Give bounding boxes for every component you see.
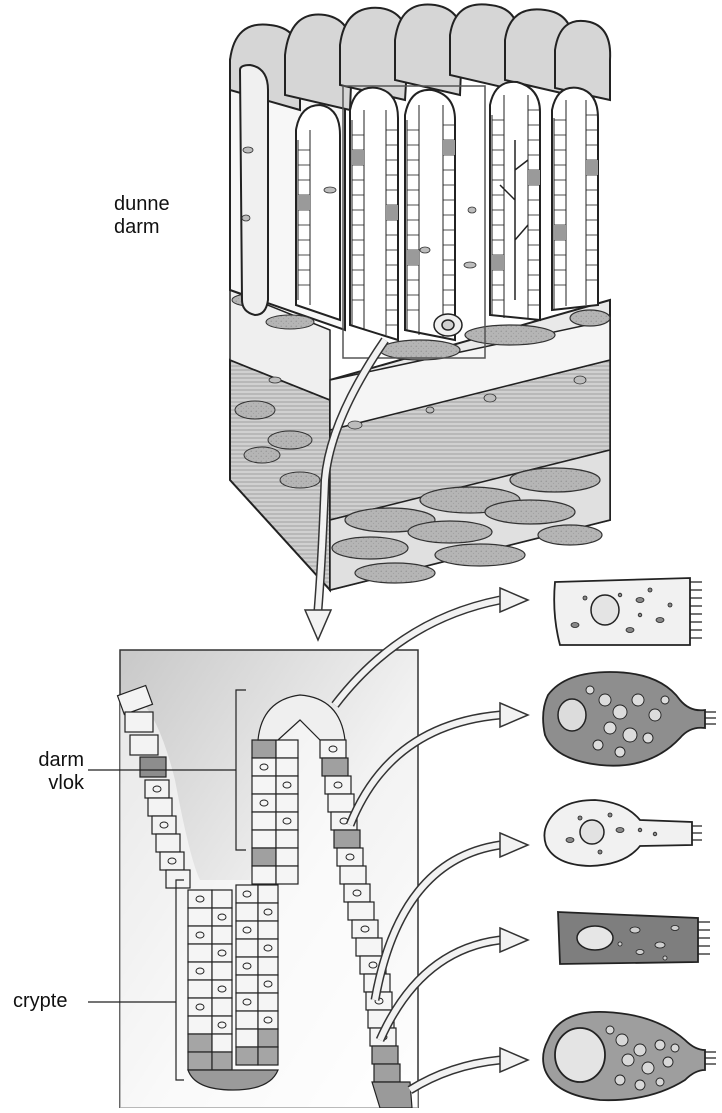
label-small-intestine-line1: dunne	[114, 193, 170, 216]
arrow-to-paneth-cell	[410, 1048, 528, 1090]
paneth-cell	[543, 1012, 716, 1100]
intestine-wall-block	[230, 4, 610, 590]
goblet-cell	[543, 672, 716, 766]
enterocyte-cell	[554, 578, 702, 645]
label-villus-line1: darm	[24, 749, 84, 772]
villus-detail-panel	[117, 650, 418, 1108]
label-small-intestine-line2: darm	[114, 216, 160, 239]
label-crypt: crypte	[13, 990, 67, 1013]
stem-cell	[558, 912, 710, 964]
enteroendocrine-cell	[544, 800, 702, 866]
label-villus-line2: vlok	[24, 772, 84, 795]
